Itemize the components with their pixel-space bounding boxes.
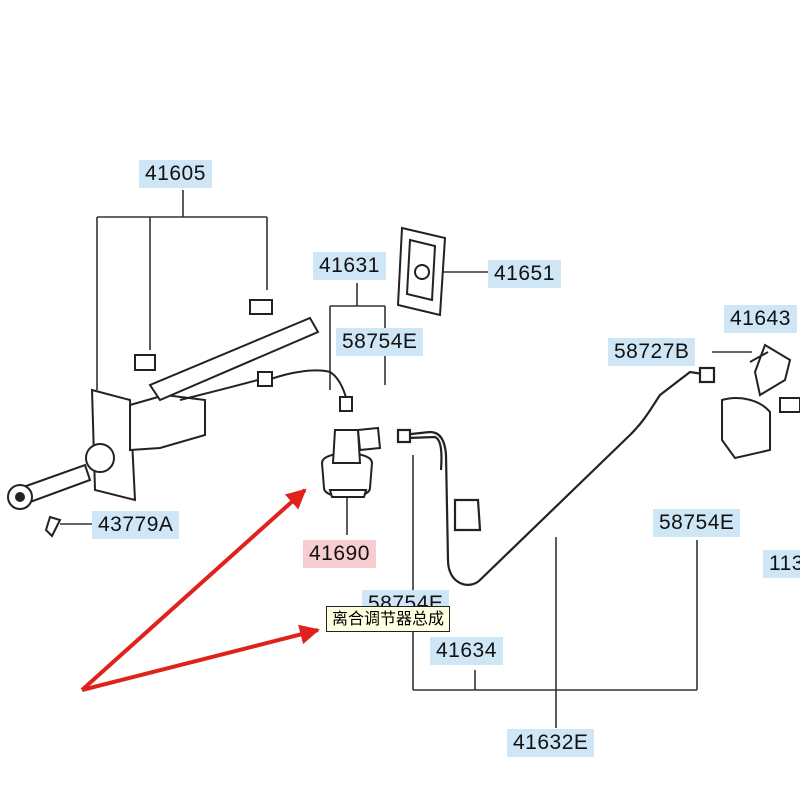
label-41632E: 41632E (507, 729, 595, 757)
label-58727B: 58727B (608, 338, 696, 366)
label-41643: 41643 (724, 305, 797, 333)
label-58754E-top: 58754E (336, 328, 424, 356)
label-41631: 41631 (313, 252, 386, 280)
label-43779A: 43779A (92, 511, 180, 539)
clutch-damper-icon (320, 426, 382, 498)
hose-top-icon (257, 369, 353, 412)
leader-41605 (96, 190, 268, 390)
red-arrows (80, 488, 320, 692)
label-41605: 41605 (139, 160, 212, 188)
bracket-right-icon (721, 343, 800, 460)
leader-41631 (329, 283, 386, 390)
pipe-assembly-icon (396, 366, 716, 586)
label-41634: 41634 (430, 637, 503, 665)
master-cylinder-icon (7, 299, 320, 510)
gasket-icon (396, 226, 447, 317)
label-41651: 41651 (488, 260, 561, 288)
label-113-partial: 113 (763, 550, 800, 578)
pin-icon (44, 515, 62, 538)
tooltip-clutch-damper: 离合调节器总成 (326, 606, 451, 632)
label-41690: 41690 (303, 540, 376, 568)
leader-lines (60, 190, 752, 728)
label-58754E-right: 58754E (653, 509, 741, 537)
leader-41632E (412, 455, 698, 728)
red-arrow-upper (80, 488, 307, 692)
red-arrow-lower (81, 624, 320, 692)
